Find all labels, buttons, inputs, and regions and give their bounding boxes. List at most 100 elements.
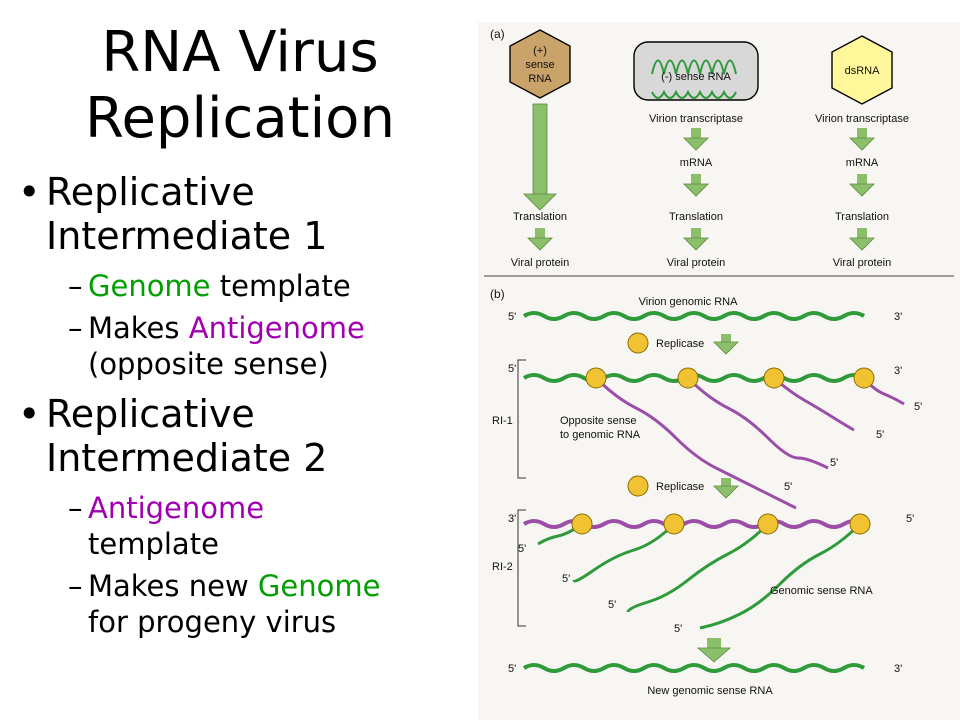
ri2-replicase-2-icon bbox=[663, 513, 685, 535]
minus-translation-text: Translation bbox=[669, 211, 723, 223]
final-arrow-icon bbox=[696, 638, 732, 663]
genomic-sense-text: Genomic sense RNA bbox=[770, 585, 873, 597]
ri2-strand-1-5-prime: 5' bbox=[518, 543, 526, 555]
ri2-genome-strand-2 bbox=[572, 522, 676, 583]
dash-icon: – bbox=[68, 269, 83, 303]
ds-transcriptase-text: Virion transcriptase bbox=[815, 113, 909, 125]
ri1-replicase-2-icon bbox=[677, 367, 699, 389]
new-genomic-text: New genomic sense RNA bbox=[647, 685, 773, 697]
minus-coil-lower-icon bbox=[651, 89, 737, 99]
ri1-replicase-3-icon bbox=[763, 367, 785, 389]
panel-b-label: (b) bbox=[490, 287, 505, 301]
sub-bullet-genome-template: – Genome template bbox=[18, 268, 458, 304]
ds-arrow-3-icon bbox=[849, 228, 875, 251]
replication-diagram: (a) (+) sense RNA Translation Viral prot… bbox=[484, 27, 954, 697]
bullet-ri1: • Replicative Intermediate 1 bbox=[18, 170, 458, 258]
ds-rna-virion: dsRNA bbox=[831, 35, 893, 105]
ri1-antigenome-strand-1 bbox=[594, 376, 797, 510]
title-line-1: RNA Virus bbox=[101, 20, 379, 85]
plus-sense-virion: (+) sense RNA bbox=[509, 29, 571, 99]
genome-word: Genome bbox=[257, 569, 381, 603]
dash-icon: – bbox=[68, 569, 83, 603]
ri1-replicase-4-icon bbox=[853, 367, 875, 389]
ri2-replicase-3-icon bbox=[757, 513, 779, 535]
replicase-2-text: Replicase bbox=[656, 481, 704, 493]
minus-label: (-) sense RNA bbox=[661, 71, 731, 83]
sub-bullet-antigenome-template: – Antigenome template bbox=[18, 490, 458, 562]
bullet-dot-icon: • bbox=[18, 392, 41, 436]
dash-icon: – bbox=[68, 491, 83, 525]
ri1-template-5-prime: 5' bbox=[508, 363, 516, 375]
ri1-strand-2-5-prime: 5' bbox=[830, 457, 838, 469]
plus-label-3: RNA bbox=[528, 73, 552, 85]
virion-genomic-text: Virion genomic RNA bbox=[639, 296, 739, 308]
ri1-label: RI-1 bbox=[492, 415, 513, 427]
replicase-1-arrow-icon bbox=[713, 334, 739, 355]
new-genome-3-prime: 3' bbox=[894, 663, 902, 675]
minus-protein-text: Viral protein bbox=[667, 257, 726, 269]
slide-title: RNA Virus Replication bbox=[30, 20, 450, 152]
template-word: template bbox=[210, 269, 351, 303]
ds-capsid-icon bbox=[831, 35, 893, 105]
bullet-ri2-line1: Replicative bbox=[46, 392, 255, 436]
minus-arrow-1-icon bbox=[683, 128, 709, 151]
minus-sense-virion: (-) sense RNA bbox=[633, 41, 759, 101]
ri2-genome-strand-3 bbox=[626, 522, 770, 613]
antigenome-word: Antigenome bbox=[188, 311, 365, 345]
template-word: template bbox=[88, 527, 219, 561]
bullet-ri2-line2: Intermediate 2 bbox=[46, 436, 328, 480]
ri1-template-3-prime: 3' bbox=[894, 365, 902, 377]
genome-3-prime: 3' bbox=[894, 311, 902, 323]
ri2-bracket bbox=[517, 509, 526, 627]
bullet-list: • Replicative Intermediate 1 – Genome te… bbox=[18, 170, 458, 646]
makes-word: Makes bbox=[88, 311, 189, 345]
ri2-strand-3-5-prime: 5' bbox=[608, 599, 616, 611]
new-genomic-strand bbox=[522, 663, 866, 673]
makes-new-word: Makes new bbox=[88, 569, 258, 603]
ri2-label: RI-2 bbox=[492, 561, 513, 573]
antigenome-word: Antigenome bbox=[88, 491, 265, 525]
opposite-sense-line-1: Opposite sense bbox=[560, 415, 636, 427]
ri1-replicase-1-icon bbox=[585, 367, 607, 389]
ds-label: dsRNA bbox=[845, 65, 881, 77]
replication-figure: (a) (+) sense RNA Translation Viral prot… bbox=[478, 22, 960, 720]
minus-mrna-text: mRNA bbox=[680, 157, 713, 169]
ri1-antigenome-strand-3 bbox=[773, 376, 855, 432]
plus-label-2: sense bbox=[525, 59, 554, 71]
bullet-ri1-line2: Intermediate 1 bbox=[46, 214, 328, 258]
panel-a-label: (a) bbox=[490, 27, 505, 41]
replicase-1-text: Replicase bbox=[656, 338, 704, 350]
title-line-2: Replication bbox=[85, 86, 395, 151]
ri2-replicase-4-icon bbox=[849, 513, 871, 535]
ri2-strand-4-5-prime: 5' bbox=[674, 623, 682, 635]
ri2-genome-strand-4 bbox=[699, 522, 862, 630]
new-genome-5-prime: 5' bbox=[508, 663, 516, 675]
ds-arrow-2-icon bbox=[849, 174, 875, 197]
minus-transcriptase-text: Virion transcriptase bbox=[649, 113, 743, 125]
minus-coil-icon bbox=[651, 59, 737, 75]
ri2-strand-2-5-prime: 5' bbox=[562, 573, 570, 585]
progeny-virus-text: for progeny virus bbox=[88, 605, 337, 639]
ri2-template-3-prime: 3' bbox=[508, 513, 516, 525]
bullet-dot-icon: • bbox=[18, 170, 41, 214]
opposite-sense-text: (opposite sense) bbox=[88, 347, 329, 381]
plus-long-arrow-icon bbox=[523, 103, 557, 211]
ri1-strand-4-5-prime: 5' bbox=[914, 401, 922, 413]
minus-arrow-2-icon bbox=[683, 174, 709, 197]
minus-envelope-icon bbox=[633, 41, 759, 101]
bullet-ri2: • Replicative Intermediate 2 bbox=[18, 392, 458, 480]
ri1-strand-1-5-prime: 5' bbox=[784, 481, 792, 493]
dash-icon: – bbox=[68, 311, 83, 345]
virion-genomic-strand bbox=[522, 311, 866, 321]
opposite-sense-line-2: to genomic RNA bbox=[560, 429, 641, 441]
sub-bullet-makes-genome: – Makes new Genome for progeny virus bbox=[18, 568, 458, 640]
replicase-2-arrow-icon bbox=[713, 478, 739, 499]
plus-capsid-icon bbox=[509, 29, 571, 99]
ri2-replicase-1-icon bbox=[571, 513, 593, 535]
bullet-ri1-line1: Replicative bbox=[46, 170, 255, 214]
genome-5-prime: 5' bbox=[508, 311, 516, 323]
ds-translation-text: Translation bbox=[835, 211, 889, 223]
plus-arrow-icon bbox=[527, 228, 553, 251]
ds-mrna-text: mRNA bbox=[846, 157, 879, 169]
ds-protein-text: Viral protein bbox=[833, 257, 892, 269]
